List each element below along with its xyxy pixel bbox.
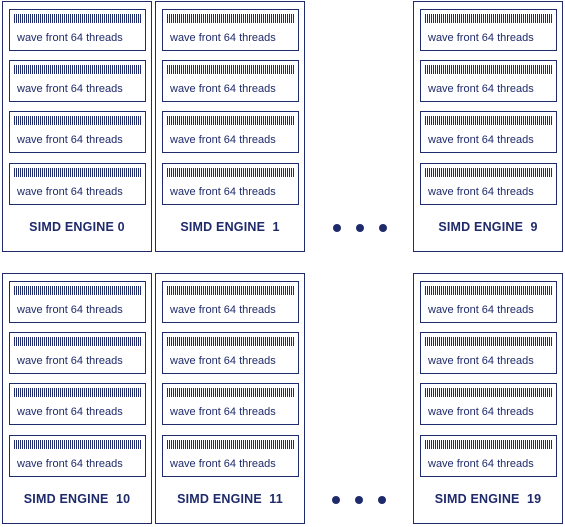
engine-label: SIMD ENGINE 9 (438, 220, 538, 234)
wavefront-label: wave front 64 threads (428, 406, 534, 418)
wavefront-box: wave front 64 threads (162, 435, 299, 477)
wavefront-label: wave front 64 threads (170, 134, 276, 146)
thread-lanes (425, 286, 552, 295)
thread-lanes (14, 337, 141, 346)
wavefront-label: wave front 64 threads (428, 32, 534, 44)
wavefront-box: wave front 64 threads (9, 9, 146, 51)
thread-lanes (167, 168, 294, 177)
wavefront-label: wave front 64 threads (170, 458, 276, 470)
wavefront-box: wave front 64 threads (9, 332, 146, 374)
engine-label: SIMD ENGINE 10 (23, 492, 131, 506)
wavefront-box: wave front 64 threads (420, 281, 557, 323)
thread-lanes (167, 286, 294, 295)
wavefront-box: wave front 64 threads (162, 383, 299, 425)
engine-label: SIMD ENGINE 1 (180, 220, 280, 234)
wavefront-box: wave front 64 threads (420, 9, 557, 51)
thread-lanes (14, 440, 141, 449)
simd-engine: wave front 64 threads wave front 64 threa… (2, 1, 152, 252)
wavefront-box: wave front 64 threads (162, 163, 299, 205)
wavefront-label: wave front 64 threads (170, 32, 276, 44)
thread-lanes (14, 116, 141, 125)
wavefront-box: wave front 64 threads (420, 435, 557, 477)
wavefront-label: wave front 64 threads (428, 186, 534, 198)
simd-engine: wave front 64 threads wave front 64 threa… (413, 273, 563, 524)
ellipsis-dot (333, 224, 341, 232)
wavefront-label: wave front 64 threads (17, 304, 123, 316)
wavefront-label: wave front 64 threads (17, 355, 123, 367)
ellipsis-dots (333, 224, 393, 234)
thread-lanes (14, 286, 141, 295)
wavefront-box: wave front 64 threads (162, 111, 299, 153)
wavefront-box: wave front 64 threads (420, 111, 557, 153)
thread-lanes (425, 65, 552, 74)
wavefront-label: wave front 64 threads (170, 406, 276, 418)
thread-lanes (167, 440, 294, 449)
wavefront-label: wave front 64 threads (428, 304, 534, 316)
wavefront-box: wave front 64 threads (162, 332, 299, 374)
wavefront-box: wave front 64 threads (420, 332, 557, 374)
engine-label: SIMD ENGINE 11 (177, 492, 283, 506)
wavefront-label: wave front 64 threads (428, 134, 534, 146)
thread-lanes (167, 337, 294, 346)
thread-lanes (167, 65, 294, 74)
wavefront-box: wave front 64 threads (9, 60, 146, 102)
wavefront-label: wave front 64 threads (428, 458, 534, 470)
wavefront-box: wave front 64 threads (420, 163, 557, 205)
wavefront-label: wave front 64 threads (428, 83, 534, 95)
wavefront-label: wave front 64 threads (428, 355, 534, 367)
thread-lanes (167, 116, 294, 125)
wavefront-box: wave front 64 threads (162, 9, 299, 51)
thread-lanes (425, 14, 552, 23)
wavefront-label: wave front 64 threads (17, 186, 123, 198)
wavefront-box: wave front 64 threads (162, 281, 299, 323)
engine-label: SIMD ENGINE 0 (29, 220, 125, 234)
wavefront-box: wave front 64 threads (420, 60, 557, 102)
ellipsis-dot (379, 224, 387, 232)
ellipsis-dot (356, 224, 364, 232)
wavefront-box: wave front 64 threads (9, 281, 146, 323)
thread-lanes (14, 14, 141, 23)
simd-engine: wave front 64 threads wave front 64 threa… (155, 1, 305, 252)
engine-label: SIMD ENGINE 19 (434, 492, 542, 506)
ellipsis-dot (378, 496, 386, 504)
thread-lanes (425, 116, 552, 125)
thread-lanes (167, 388, 294, 397)
wavefront-label: wave front 64 threads (170, 355, 276, 367)
ellipsis-dots (332, 496, 392, 506)
wavefront-box: wave front 64 threads (9, 163, 146, 205)
thread-lanes (425, 388, 552, 397)
thread-lanes (425, 337, 552, 346)
wavefront-box: wave front 64 threads (9, 435, 146, 477)
simd-engine: wave front 64 threads wave front 64 threa… (2, 273, 152, 524)
wavefront-label: wave front 64 threads (170, 83, 276, 95)
thread-lanes (14, 168, 141, 177)
wavefront-label: wave front 64 threads (17, 406, 123, 418)
wavefront-label: wave front 64 threads (170, 186, 276, 198)
ellipsis-dot (332, 496, 340, 504)
thread-lanes (14, 388, 141, 397)
thread-lanes (425, 440, 552, 449)
thread-lanes (425, 168, 552, 177)
thread-lanes (14, 65, 141, 74)
ellipsis-dot (355, 496, 363, 504)
wavefront-box: wave front 64 threads (9, 383, 146, 425)
wavefront-box: wave front 64 threads (420, 383, 557, 425)
thread-lanes (167, 14, 294, 23)
wavefront-label: wave front 64 threads (170, 304, 276, 316)
wavefront-label: wave front 64 threads (17, 458, 123, 470)
wavefront-label: wave front 64 threads (17, 83, 123, 95)
simd-engine: wave front 64 threads wave front 64 threa… (155, 273, 305, 524)
wavefront-label: wave front 64 threads (17, 32, 123, 44)
wavefront-label: wave front 64 threads (17, 134, 123, 146)
wavefront-box: wave front 64 threads (162, 60, 299, 102)
simd-engine: wave front 64 threads wave front 64 threa… (413, 1, 563, 252)
wavefront-box: wave front 64 threads (9, 111, 146, 153)
